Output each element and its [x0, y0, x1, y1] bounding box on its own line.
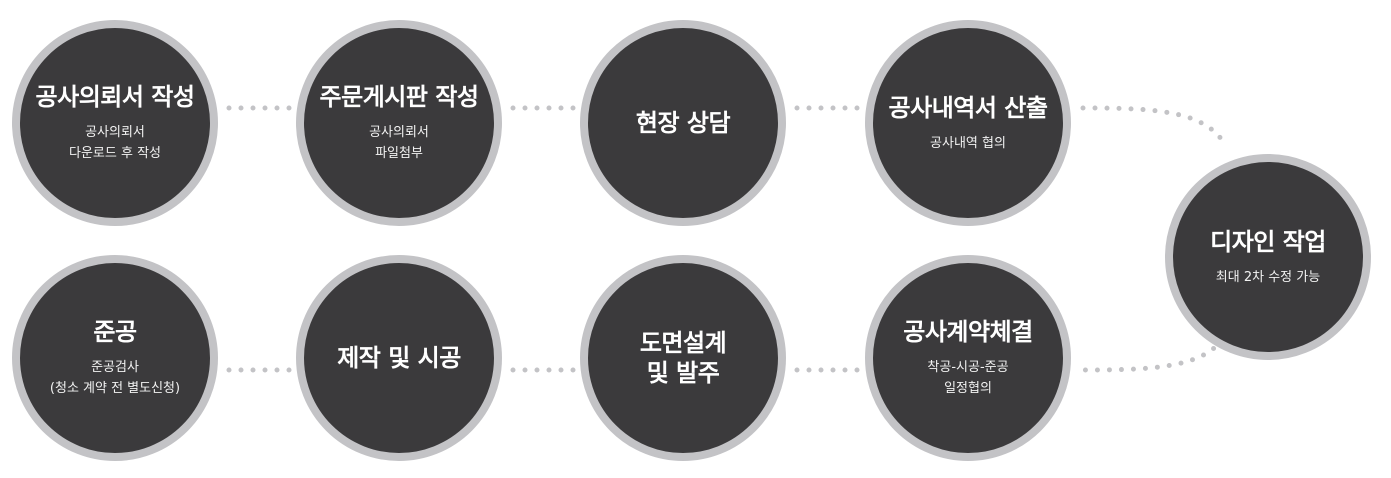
step-description: 공사의뢰서 파일첨부: [369, 125, 429, 161]
step-title: 공사의뢰서 작성: [35, 83, 195, 111]
connector-5-6: [1080, 337, 1225, 373]
step-design-work: 디자인 작업 최대 2차 수정 가능: [1165, 154, 1371, 360]
step-title: 도면설계 및 발주: [639, 329, 727, 387]
step-estimate: 공사내역서 산출 공사내역 협의: [865, 20, 1071, 226]
step-title: 공사내역서 산출: [888, 93, 1048, 122]
step-title: 제작 및 시공: [337, 344, 461, 372]
step-description: 공사의뢰서 다운로드 후 작성: [69, 125, 161, 161]
step-title: 주문게시판 작성: [319, 83, 479, 111]
connector-4-5: [1080, 105, 1225, 143]
step-title: 현장 상담: [635, 109, 731, 137]
step-title: 준공: [93, 318, 137, 346]
step-title: 디자인 작업: [1210, 227, 1326, 256]
step-site-consultation: 현장 상담: [580, 20, 786, 226]
step-completion: 준공 준공검사 (청소 계약 전 별도신청): [12, 255, 218, 461]
step-description: 최대 2차 수정 가능: [1215, 269, 1321, 285]
step-drawing-order: 도면설계 및 발주: [580, 255, 786, 461]
step-description: 준공검사 (청소 계약 전 별도신청): [49, 360, 181, 396]
step-order-board: 주문게시판 작성 공사의뢰서 파일첨부: [296, 20, 502, 226]
step-title: 공사계약체결: [903, 318, 1033, 346]
step-description: 공사내역 협의: [930, 135, 1006, 151]
step-description: 착공-시공-준공 일정협의: [927, 360, 1009, 396]
step-construction: 제작 및 시공: [296, 255, 502, 461]
step-contract: 공사계약체결 착공-시공-준공 일정협의: [865, 255, 1071, 461]
step-request-form: 공사의뢰서 작성 공사의뢰서 다운로드 후 작성: [12, 20, 218, 226]
